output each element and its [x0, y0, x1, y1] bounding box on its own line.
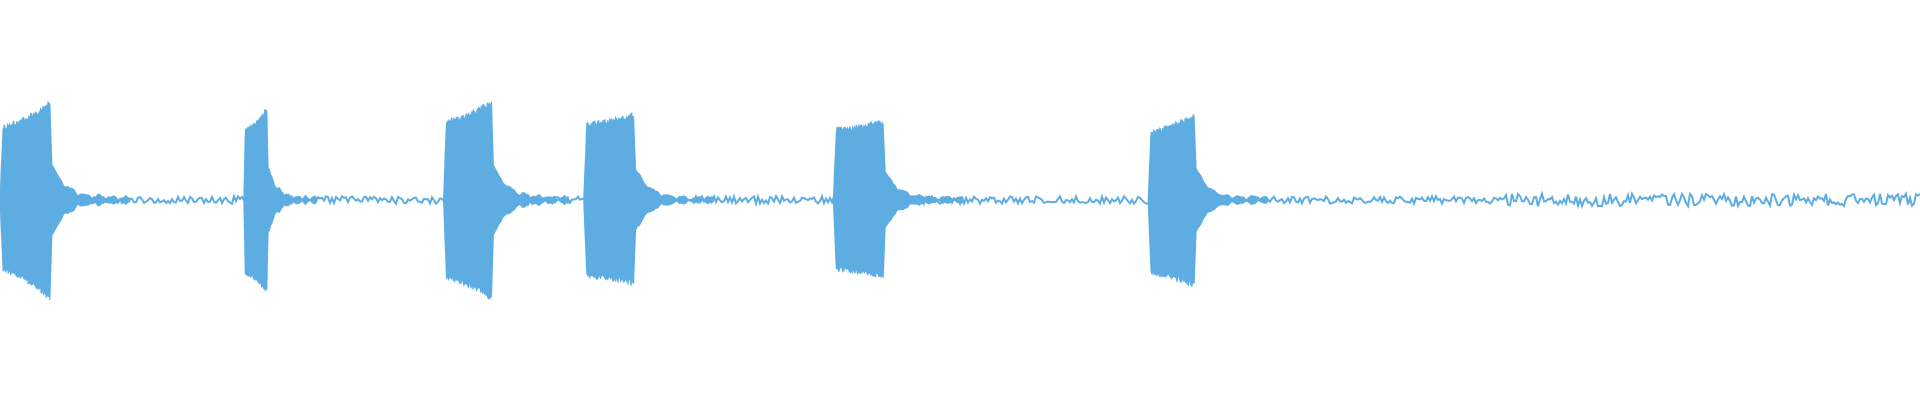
noise-floor-trace	[0, 190, 1920, 210]
waveform-burst-5	[832, 119, 964, 279]
waveform-noise-floor	[0, 190, 1920, 210]
